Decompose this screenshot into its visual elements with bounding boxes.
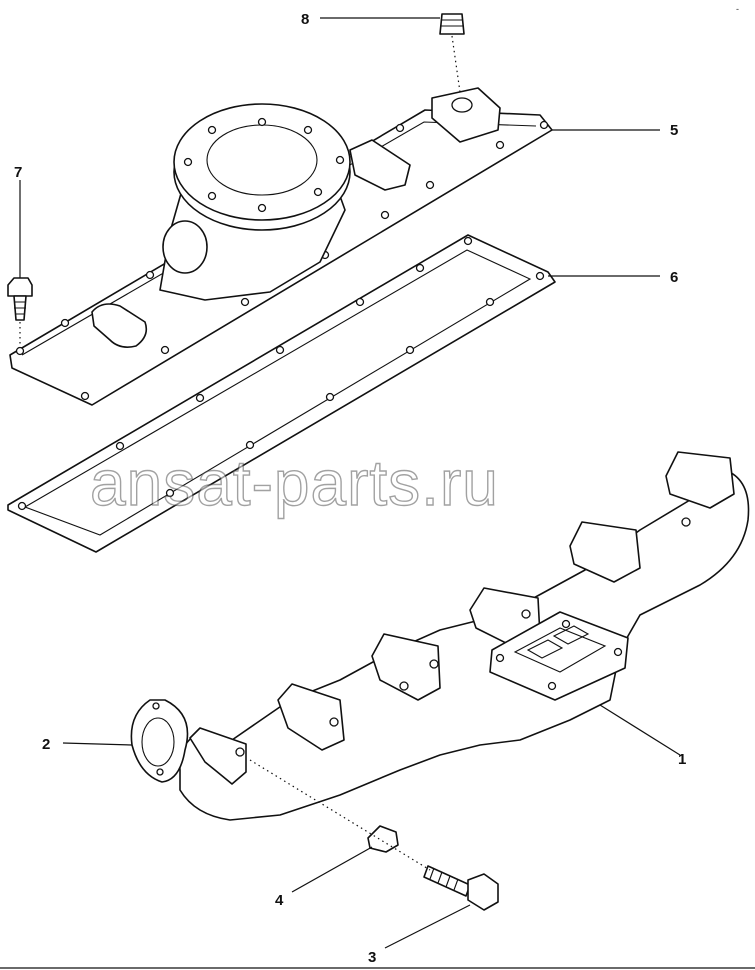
callout-1[interactable]: 1 [678,751,686,768]
leader-line-4 [291,846,373,893]
callout-5[interactable]: 5 [670,122,678,139]
callout-8[interactable]: 8 [301,11,309,28]
leader-line-2 [62,742,133,746]
part-7-bolt[interactable] [7,277,33,321]
part-4-lock-plate[interactable] [367,825,399,853]
leader-line-3 [384,904,471,949]
callout-4[interactable]: 4 [275,892,284,909]
watermark-text: ansat-parts.ru [90,447,499,519]
callout-2[interactable]: 2 [42,736,50,753]
callout-6[interactable]: 6 [670,269,678,286]
part-1-exhaust-manifold[interactable] [179,451,750,821]
alignment-line-plug [451,35,461,93]
part-5-water-jacket-cover[interactable] [9,87,553,406]
corner-mark: - [736,4,739,14]
leader-line-1 [599,704,681,756]
part-2-port-gasket[interactable] [130,699,189,783]
part-8-plug[interactable] [439,13,465,35]
callout-3[interactable]: 3 [368,949,376,966]
callout-7[interactable]: 7 [14,164,22,181]
part-3-bolt[interactable] [423,865,499,911]
part-6-gasket[interactable] [7,234,556,553]
alignment-line-bolt-3 [249,759,431,871]
